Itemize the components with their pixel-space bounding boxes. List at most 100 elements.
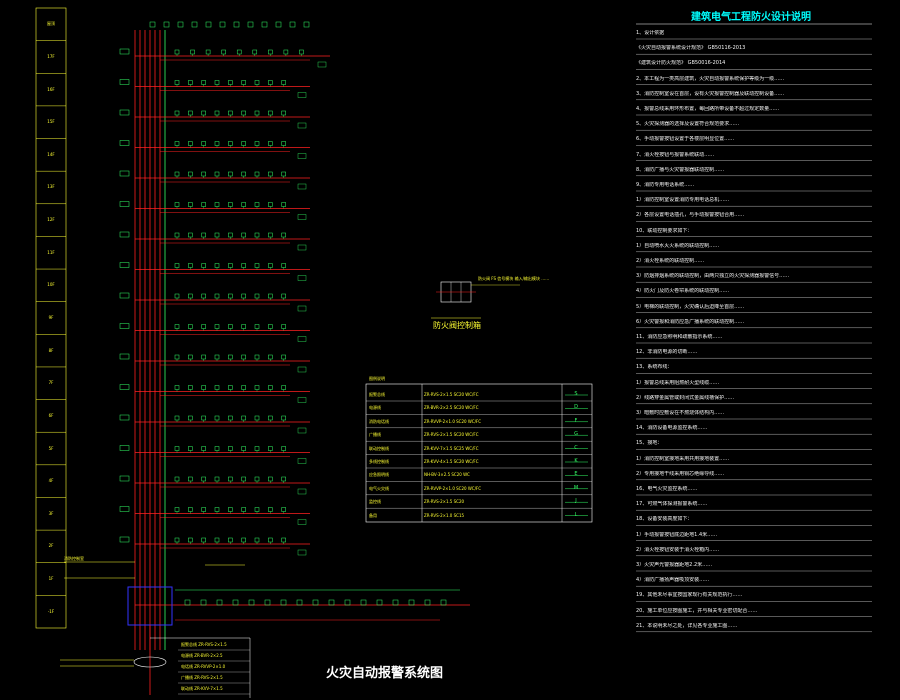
floor-label: -1F: [47, 608, 55, 614]
legend-sym: L: [574, 511, 578, 518]
legend-name: 电源线: [369, 405, 381, 411]
notes-line: 4、报警总线采用环形布置，每回路所带设备不超过规定数量……: [636, 106, 780, 112]
device-symbol: [201, 232, 206, 238]
device-symbol: [303, 21, 310, 28]
device-symbol: [241, 507, 246, 512]
legend-desc: ZR-RVVP-2×1.0 SC20 WC/FC: [424, 418, 482, 424]
device-symbol: [268, 415, 273, 421]
cable-note: 电源线 ZR-BVR-2×2.5: [181, 653, 223, 658]
end-device-box: [297, 336, 307, 342]
device-symbol: [188, 80, 193, 85]
end-device-box: [297, 549, 307, 556]
cable-note: 电话线 ZR-RVVP-2×1.0: [181, 664, 226, 669]
notes-line: 12、非消防电源的切断……: [636, 349, 698, 356]
device-symbol: [214, 232, 220, 238]
notes-line: 1）自动喷水灭火系统的联动控制……: [636, 242, 720, 249]
notes-line: 20、施工单位应按图施工，并与相关专业密切配合……: [636, 607, 758, 614]
end-device-box: [297, 305, 307, 312]
notes-line: 1）消防控制室接地采用共用接地装置……: [636, 455, 730, 462]
device-symbol: [232, 599, 239, 606]
device-symbol: [241, 80, 246, 85]
device-symbol: [281, 293, 286, 299]
end-device-box: [297, 244, 307, 251]
device-symbol: [221, 49, 226, 55]
floor-module-box: [119, 506, 130, 512]
device-symbol: [188, 171, 193, 177]
device-symbol: [174, 202, 180, 207]
device-symbol: [174, 537, 180, 543]
device-symbol: [408, 599, 415, 606]
notes-title: 建筑电气工程防火设计说明: [691, 12, 811, 23]
legend-row: 电气火灾线 ZR-RVVP-2×1.0 SC20 WC/FC M: [366, 482, 592, 497]
device-symbol: [228, 507, 233, 512]
device-symbol: [281, 202, 286, 207]
device-symbol: [177, 21, 184, 28]
device-symbol: [254, 476, 260, 482]
device-symbol: [184, 599, 191, 606]
end-device-box: [297, 488, 307, 495]
device-symbol: [264, 599, 271, 606]
device-symbol: [201, 293, 206, 299]
device-symbol: [174, 141, 180, 146]
floor-label: 14F: [47, 151, 55, 157]
legend-name: 电气火灾线: [369, 485, 389, 491]
device-symbol: [281, 141, 286, 146]
device-symbol: [174, 415, 180, 421]
legend-desc: ZR-RVS-2×1.5 SC20 WC/FC: [424, 392, 479, 397]
device-symbol: [268, 110, 273, 116]
device-symbol: [281, 232, 286, 238]
notes-line: 15、接地：: [636, 440, 663, 447]
cable-note: 广播线 ZR-RVS-2×1.5: [181, 675, 223, 680]
device-symbol: [201, 141, 206, 146]
device-symbol: [268, 232, 273, 238]
device-symbol: [214, 293, 220, 299]
device-symbol: [236, 49, 242, 55]
notes-line: 18、设备安装高度如下：: [636, 516, 693, 523]
legend-sym: S: [574, 391, 578, 397]
legend-sym: J: [575, 498, 577, 505]
legend-desc: ZR-RVVP-2×1.0 SC20 WC/FC: [424, 485, 482, 491]
device-symbol: [228, 476, 233, 482]
notes-line: 2）消火栓系统的联动控制……: [636, 258, 705, 264]
legend-desc: ZR-RVS-2×1.0 SC15: [424, 512, 465, 518]
end-device-box: [297, 92, 307, 98]
floor-label: 12F: [47, 217, 55, 223]
device-symbol: [254, 80, 260, 85]
device-symbol: [233, 21, 240, 28]
device-symbol: [268, 537, 273, 543]
device-symbol: [201, 537, 206, 543]
device-symbol: [214, 324, 220, 329]
device-symbol: [214, 354, 220, 360]
cable-bundle-mark: [133, 656, 167, 668]
legend-name: 多线控制线: [369, 459, 389, 464]
floor-module-box: [119, 536, 130, 543]
floor-label: 17F: [47, 53, 55, 59]
device-symbol: [248, 599, 255, 606]
device-symbol: [228, 293, 233, 299]
device-symbol: [228, 232, 233, 238]
notes-line: 10、联动控制要求如下：: [636, 227, 693, 234]
device-symbol: [174, 171, 180, 177]
device-symbol: [241, 263, 246, 268]
legend-sym: M: [573, 484, 579, 491]
device-symbol: [163, 21, 170, 28]
end-device-box: [297, 153, 307, 159]
floor-module-box: [119, 48, 130, 55]
floor-module-box: [119, 384, 130, 390]
notes-line: 17、可燃气体探测报警系统……: [636, 501, 708, 508]
device-symbol: [228, 354, 233, 360]
floor-module-box: [119, 475, 130, 482]
legend-sym: K: [574, 458, 578, 464]
device-symbol: [228, 324, 233, 329]
device-symbol: [214, 385, 220, 390]
device-symbol: [201, 80, 206, 85]
device-symbol: [440, 599, 447, 606]
fire-damper-detail: [431, 281, 520, 319]
device-symbol: [281, 507, 286, 512]
notes-line: 3）防烟排烟系统的联动控制，由两只独立的火灾探测器报警信号……: [636, 273, 790, 280]
